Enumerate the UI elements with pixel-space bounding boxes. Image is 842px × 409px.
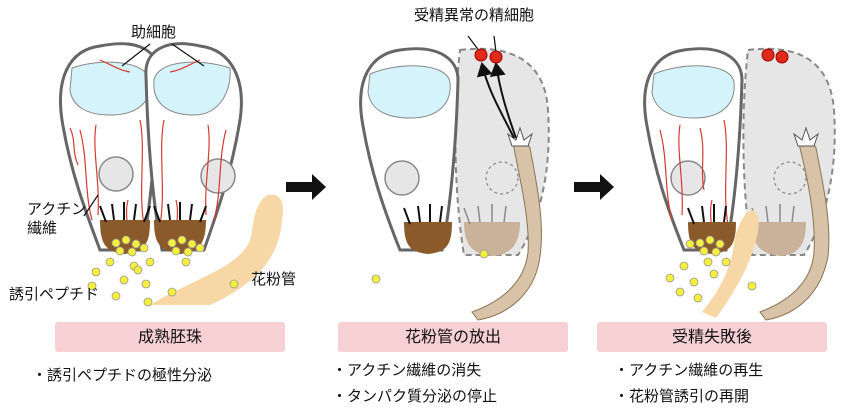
panel-mature-ovule xyxy=(61,44,284,306)
sperm-cell xyxy=(490,51,502,63)
stage-title-discharge: 花粉管の放出 xyxy=(338,322,568,352)
bullet-item: ・花粉管誘引の再開 xyxy=(614,387,749,405)
synergid-left xyxy=(61,44,159,254)
sperm-cell xyxy=(475,49,487,61)
label-synergid: 助細胞 xyxy=(131,23,176,41)
synergid-right xyxy=(146,44,241,254)
sperm-cell xyxy=(762,49,774,61)
label-actin-2: 繊維 xyxy=(27,219,57,237)
bullet-item: ・誘引ペプチドの極性分泌 xyxy=(32,366,212,384)
bullet-item: ・アクチン繊維の再生 xyxy=(614,361,763,379)
bullet-item: ・タンパク質分泌の停止 xyxy=(332,387,497,405)
label-peptide: 誘引ペプチド xyxy=(9,285,99,303)
label-abnormal-sperm: 受精異常の精細胞 xyxy=(414,6,534,24)
vacuole xyxy=(70,62,150,115)
stage-title-mature-ovule: 成熟胚珠 xyxy=(55,322,285,352)
arrow-right-icon xyxy=(286,174,326,200)
label-pollen-tube: 花粉管 xyxy=(251,270,296,288)
nucleus xyxy=(99,157,133,191)
sperm-cell xyxy=(776,51,788,63)
label-actin-1: アクチン xyxy=(27,200,86,218)
panel-pollen-tube-discharge xyxy=(361,36,549,320)
arrow-right-icon xyxy=(574,174,614,200)
stage-title-after-failure: 受精失敗後 xyxy=(597,322,827,352)
bullet-item: ・アクチン繊維の消失 xyxy=(332,361,481,379)
panel-after-failure xyxy=(645,49,835,320)
